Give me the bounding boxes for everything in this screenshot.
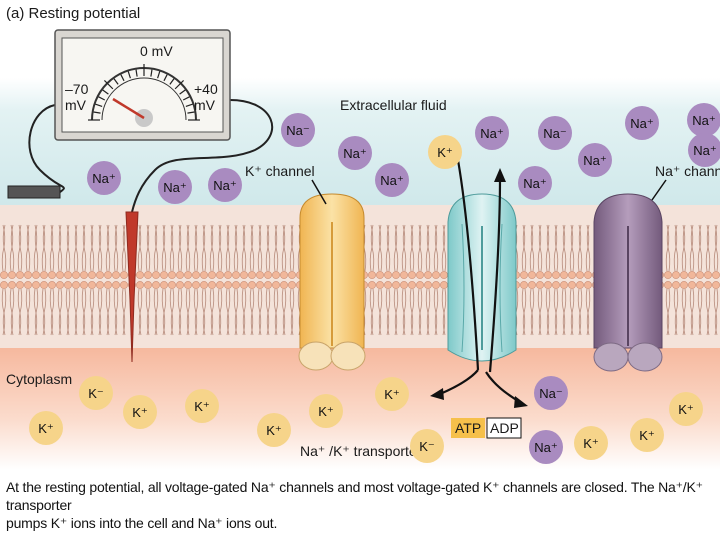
k-ion-in-2: [123, 395, 157, 429]
k-ion-in-12: [669, 392, 703, 426]
transport-arrows: [439, 159, 521, 403]
na-ion-out-7: [538, 116, 572, 150]
k-ion-in-6: [375, 377, 409, 411]
na-ion-out-4: [208, 168, 242, 202]
adp-label: ADP: [490, 420, 519, 436]
k-ion-in-7: [410, 429, 444, 463]
extracellular-label: Extracellular fluid: [340, 97, 447, 113]
ion-label-out-8: Na⁺: [480, 126, 503, 141]
k-ion-in-0: [79, 376, 113, 410]
ion-label-out-10: Na⁺: [583, 153, 606, 168]
voltmeter: [54, 29, 231, 141]
ion-label-in-7: K⁻: [419, 439, 435, 454]
caption-line-2: pumps K⁺ ions into the cell and Na⁺ ions…: [6, 515, 278, 531]
k-channel-label: K⁺ channel: [245, 163, 315, 179]
transporter-label: Na⁺ /K⁺ transporter: [300, 443, 422, 459]
ion-label-in-6: K⁺: [384, 387, 400, 402]
meter-zero-label: 0 mV: [140, 43, 173, 59]
ion-label-out-4: Na⁺: [213, 178, 236, 193]
k-ion-out-5: [428, 135, 462, 169]
na-ion-out-0: [281, 113, 315, 147]
ion-label-in-10: K⁺: [583, 436, 599, 451]
ion-label-in-11: K⁺: [639, 428, 655, 443]
ion-label-out-6: Na⁺: [380, 173, 403, 188]
ion-group: Na⁻ Na⁺ Na⁺ Na⁺ Na⁺ K⁺ Na⁺ Na⁻ Na⁺ Na⁺ Na⁺ Na⁺ Na⁺ Na…: [29, 103, 720, 464]
cytoplasm-label: Cytoplasm: [6, 371, 72, 387]
na-ion-out-12: [687, 103, 720, 137]
ion-label-out-3: Na⁺: [163, 180, 186, 195]
recording-electrode: [125, 211, 139, 363]
electrode-wire: [131, 99, 274, 213]
meter-wire: [28, 104, 65, 193]
adp-box: [486, 417, 522, 439]
k-channel: [298, 193, 366, 371]
ion-label-out-0: Na⁻: [286, 123, 309, 138]
figure-title: (a) Resting potential: [6, 5, 140, 22]
k-channel-pointer: [311, 179, 327, 205]
k-ion-in-5: [309, 394, 343, 428]
na-ion-out-10: [578, 143, 612, 177]
k-ion-in-10: [574, 426, 608, 460]
ion-label-in-3: K⁺: [194, 399, 210, 414]
caption-line-1: At the resting potential, all voltage-ga…: [6, 479, 703, 513]
meter-needle: [112, 97, 145, 120]
na-channel: [593, 193, 663, 372]
atp-box: [451, 418, 485, 438]
ion-label-out-13: Na⁺: [693, 143, 716, 158]
na-ion-out-13: [688, 133, 720, 167]
ion-label-out-11: Na⁺: [630, 116, 653, 131]
ion-label-in-12: K⁺: [678, 402, 694, 417]
ion-label-in-0: K⁻: [88, 386, 104, 401]
k-ion-in-4: [257, 413, 291, 447]
na-ion-out-9: [518, 166, 552, 200]
na-ion-in-9: [529, 430, 563, 464]
ion-label-out-12: Na⁺: [692, 113, 715, 128]
atp-label: ATP: [455, 420, 481, 436]
na-ion-out-6: [375, 163, 409, 197]
ion-label-in-2: K⁺: [132, 405, 148, 420]
ion-label-out-5: K⁺: [437, 145, 453, 160]
ion-label-out-2: Na⁺: [92, 171, 115, 186]
na-channel-pointer: [651, 179, 667, 201]
ground-electrode: [7, 185, 61, 199]
na-ion-out-11: [625, 106, 659, 140]
na-ion-out-2: [87, 161, 121, 195]
ion-label-in-4: K⁺: [266, 423, 282, 438]
figure-caption: At the resting potential, all voltage-ga…: [6, 478, 712, 532]
ion-label-out-9: Na⁺: [523, 176, 546, 191]
na-ion-out-8: [475, 116, 509, 150]
na-ion-out-1: [338, 136, 372, 170]
k-ion-in-11: [630, 418, 664, 452]
arrow-heads: [430, 168, 528, 408]
na-ion-out-3: [158, 170, 192, 204]
ion-label-out-1: Na⁺: [343, 146, 366, 161]
na-channel-label: Na⁺ channe: [655, 163, 720, 179]
na-k-transporter: [447, 193, 517, 362]
na-ion-in-8: [534, 376, 568, 410]
ion-label-in-1: K⁺: [38, 421, 54, 436]
k-ion-in-1: [29, 411, 63, 445]
ion-label-in-5: K⁺: [318, 404, 334, 419]
ion-label-out-7: Na⁻: [543, 126, 566, 141]
ion-label-in-9: Na⁺: [534, 440, 557, 455]
k-ion-in-3: [185, 389, 219, 423]
ion-label-in-8: Na⁻: [539, 386, 562, 401]
